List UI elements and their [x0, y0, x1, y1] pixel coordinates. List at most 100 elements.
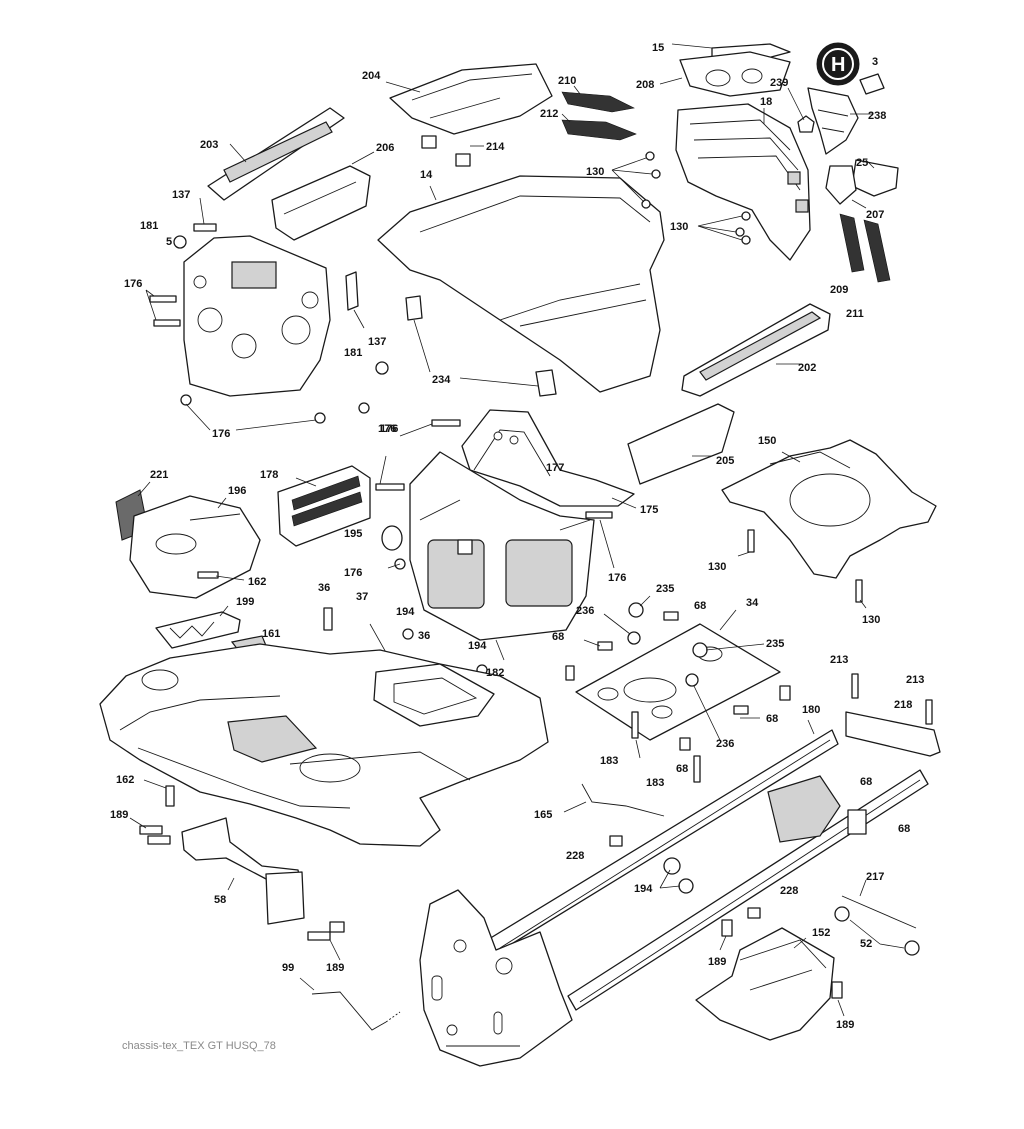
callout: 68: [766, 713, 778, 725]
part-5-dash-panel: [183, 235, 331, 397]
callout: 176: [344, 567, 362, 579]
callout: 68: [676, 763, 688, 775]
callout: 176: [212, 428, 230, 440]
part-194-nuts-lower: [659, 857, 694, 894]
callout: 176: [378, 423, 396, 435]
callout: 130: [670, 221, 688, 233]
part-202-lower-grille: [681, 303, 831, 397]
callout: 214: [486, 141, 505, 153]
part-178-mesh-grille: [277, 465, 371, 547]
callout: 217: [866, 871, 884, 883]
part-182-dash-body: [409, 451, 595, 661]
callout: 18: [760, 96, 772, 108]
callout: 211: [846, 308, 864, 320]
callout: 165: [534, 809, 552, 821]
part-228-bolts: [609, 835, 761, 919]
part-239-clip: [787, 87, 815, 133]
part-217-rod: [841, 879, 917, 929]
callout: 195: [344, 528, 362, 540]
part-176-bolts-left: [145, 289, 181, 327]
callout: 182: [486, 667, 504, 679]
callout: 3: [872, 56, 878, 68]
callout: 177: [546, 462, 564, 474]
callout: 235: [766, 638, 784, 650]
callout: 194: [634, 883, 653, 895]
part-176-nuts-bottom: [180, 394, 370, 431]
husqvarna-logo-icon: H: [816, 42, 885, 95]
part-176-bolts-mid: [375, 419, 615, 570]
callout: 235: [656, 583, 674, 595]
callout: 152: [812, 927, 830, 939]
callout: 196: [228, 485, 246, 497]
callout: 221: [150, 469, 168, 481]
part-deck-running-board: [99, 643, 549, 847]
part-205-panel: [627, 403, 735, 485]
part-210-mesh-strip: [561, 85, 635, 113]
part-162-bolt-upper: [197, 571, 245, 581]
callout: 176: [124, 278, 142, 290]
callout: 183: [600, 755, 618, 767]
callout: 234: [432, 374, 451, 386]
callout: 14: [420, 169, 433, 181]
callout: 162: [248, 576, 266, 588]
callout: 137: [172, 189, 190, 201]
callout: 208: [636, 79, 654, 91]
callout: 199: [236, 596, 254, 608]
callout: 212: [540, 108, 558, 120]
callout: 218: [894, 699, 912, 711]
callout: 204: [362, 70, 381, 82]
callout: 210: [558, 75, 576, 87]
callout: 238: [868, 110, 886, 122]
callout: 228: [566, 850, 584, 862]
callout: 58: [214, 894, 226, 906]
callout: 183: [646, 777, 664, 789]
part-130-screws-lower: [697, 211, 751, 245]
part-175-dash-bracket: [461, 409, 637, 509]
callout: 52: [860, 938, 872, 950]
part-34-mount-plate: [575, 609, 781, 741]
callout: 161: [262, 628, 280, 640]
part-209-mesh: [839, 213, 865, 273]
callout: 194: [468, 640, 487, 652]
part-235-spacer-lower: [692, 642, 765, 658]
part-18-front-grille: [675, 103, 811, 261]
part-213-bolts: [851, 673, 933, 725]
part-181-nut-upper: [173, 235, 187, 249]
diagram-caption: chassis-tex_TEX GT HUSQ_78: [122, 1040, 276, 1052]
callout: 236: [576, 605, 594, 617]
callout: 36: [418, 630, 430, 642]
callout: 176: [608, 572, 626, 584]
callout: 202: [798, 362, 816, 374]
callout: 189: [708, 956, 726, 968]
part-196-seat-pan: [129, 495, 261, 599]
part-137-bolt-upper: [193, 197, 217, 232]
part-130-screws-upper: [611, 151, 661, 209]
callout: 130: [586, 166, 604, 178]
part-199-plate: [155, 605, 241, 649]
callout: 150: [758, 435, 776, 447]
part-189-bolts-left: [129, 817, 345, 961]
callout: 181: [344, 347, 362, 359]
callout: 36: [318, 582, 330, 594]
callout: 189: [836, 1019, 854, 1031]
callout: 99: [282, 962, 294, 974]
part-183-bolts: [631, 711, 701, 783]
part-234-pad: [405, 295, 557, 397]
part-206-bracket: [271, 151, 375, 241]
callout: 68: [694, 600, 706, 612]
part-203-grille-strip: [207, 107, 345, 201]
callout: 207: [866, 209, 884, 221]
callout-labels: 15 3 208 239 238 204 210 212 18 203 214 …: [110, 42, 924, 1031]
callout: 180: [802, 704, 820, 716]
part-137-bracket: [345, 271, 365, 329]
callout: 228: [780, 885, 798, 897]
callout: 203: [200, 139, 218, 151]
part-14-hood: [377, 175, 665, 393]
part-207-lamp: [825, 165, 867, 209]
callout: 68: [860, 776, 872, 788]
part-165-rod: [563, 783, 665, 817]
callout: 209: [830, 284, 848, 296]
part-208-lens-housing: [659, 51, 791, 97]
callout: 206: [376, 142, 394, 154]
callout: 5: [166, 236, 172, 248]
